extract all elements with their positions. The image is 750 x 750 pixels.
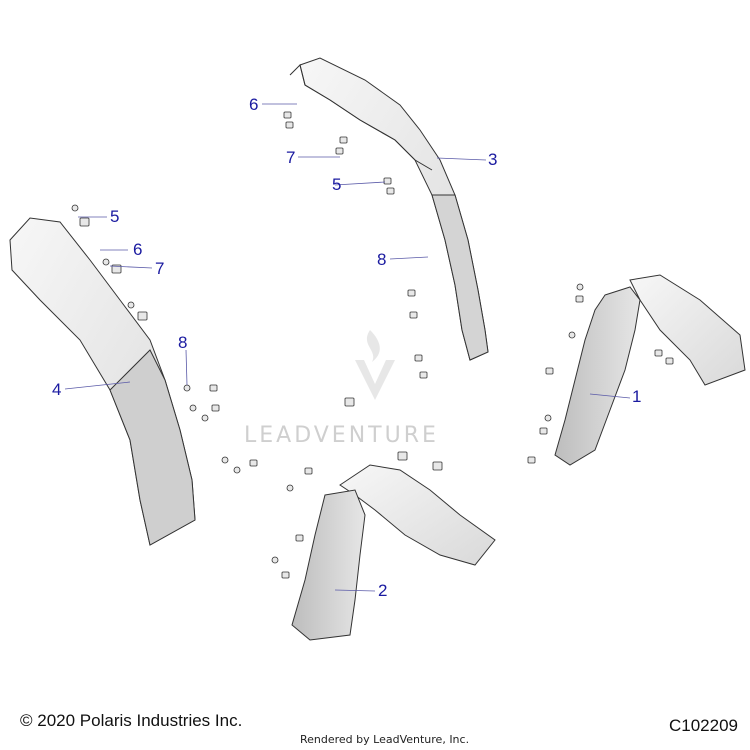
part-1-fender	[554, 274, 746, 466]
callout-7-left: 7	[155, 259, 165, 278]
part-4-fender	[9, 217, 196, 546]
watermark-logo-icon	[355, 330, 395, 400]
callout-5-left: 5	[110, 207, 120, 226]
part-3-fender	[289, 57, 489, 361]
callout-4: 4	[52, 380, 62, 399]
callout-6-left: 6	[133, 240, 143, 259]
part-2-fender	[291, 464, 496, 641]
leader-lines	[64, 103, 631, 592]
watermark-text: LEADVENTURE	[244, 423, 439, 448]
callout-7-top: 7	[286, 148, 296, 167]
copyright-text: © 2020 Polaris Industries Inc.	[20, 711, 243, 730]
part-number: C102209	[668, 716, 738, 735]
callout-2: 2	[378, 581, 388, 600]
callout-3: 3	[488, 150, 498, 169]
callout-8-left: 8	[178, 333, 188, 352]
callout-8-top: 8	[377, 250, 387, 269]
rendered-by-text: Rendered by LeadVenture, Inc.	[300, 733, 470, 746]
callout-5-top: 5	[332, 175, 342, 194]
fastener-group	[71, 111, 674, 579]
callout-1: 1	[632, 387, 642, 406]
callout-6-top: 6	[249, 95, 259, 114]
